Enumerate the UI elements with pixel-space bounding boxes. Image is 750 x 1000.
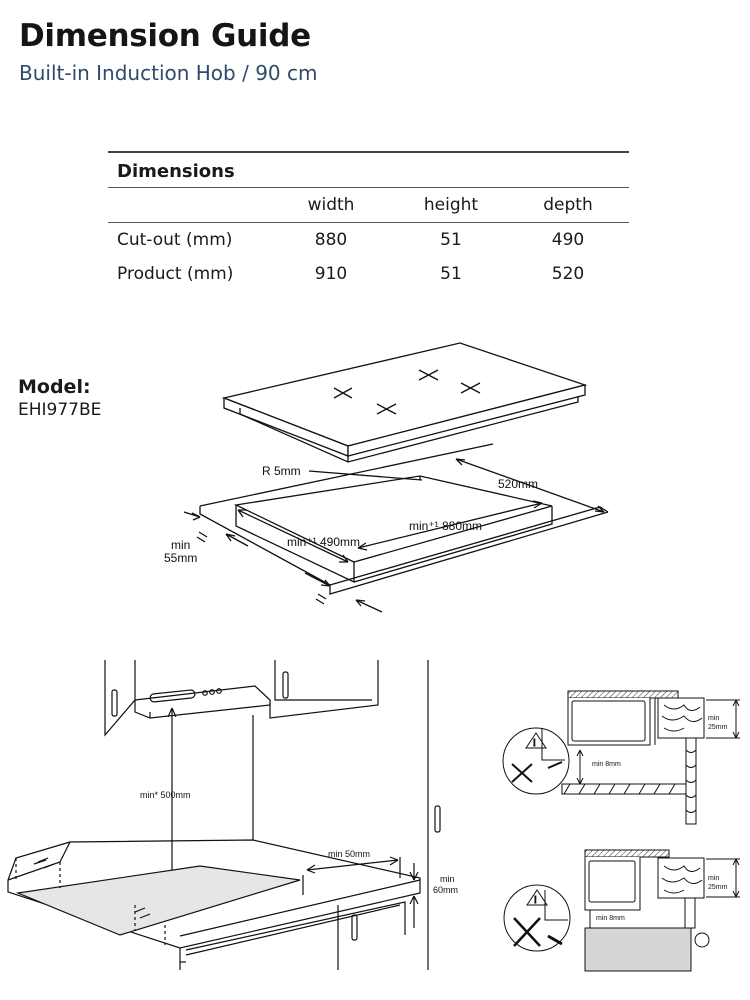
warning-circle-top xyxy=(502,727,570,795)
page-title: Dimension Guide xyxy=(19,18,311,54)
warning-icon: ! xyxy=(533,738,536,749)
width-cutout-label: min⁺¹ 880mm xyxy=(409,519,482,533)
burner-marks xyxy=(333,369,481,415)
depth-overall-label: 520mm xyxy=(498,477,538,491)
row-label: Cut-out (mm) xyxy=(117,230,233,250)
top-gap-label: min 8mm xyxy=(592,761,621,768)
oven-block xyxy=(584,927,692,972)
model-label: Model: xyxy=(18,376,91,398)
warning-icon: ! xyxy=(534,895,537,906)
cell-width: 910 xyxy=(314,264,348,284)
cutout-diagram: R 5mm 520mm min⁺¹ 880mm min⁺¹ 490mm min … xyxy=(164,342,609,613)
side-min-label: min xyxy=(440,874,455,884)
table-heading: Dimensions xyxy=(108,153,629,188)
cooker-hood xyxy=(134,685,271,719)
radius-label: R 5mm xyxy=(262,464,301,478)
column-header-width: width xyxy=(307,195,355,215)
hob-side-edge xyxy=(347,384,586,457)
cell-depth: 490 xyxy=(551,230,585,250)
bottom-gap-label: min 8mm xyxy=(596,915,625,922)
model-value: EHI977BE xyxy=(18,400,102,420)
hob-surface xyxy=(15,865,301,936)
cell-width: 880 xyxy=(314,230,348,250)
cell-height: 51 xyxy=(440,264,462,284)
depth-cutout-label: min⁺¹ 490mm xyxy=(287,535,360,549)
hood-clearance-label: min* 500mm xyxy=(140,790,191,800)
warning-circle-bottom xyxy=(503,884,571,952)
page-subtitle: Built-in Induction Hob / 90 cm xyxy=(19,61,318,85)
dimensions-table: Dimensions width height depth Cut-out (m… xyxy=(108,151,629,291)
table-row: Product (mm) 910 51 520 xyxy=(108,257,629,291)
row-label: Product (mm) xyxy=(117,264,234,284)
min-label: min xyxy=(171,538,190,552)
table-row: Cut-out (mm) 880 51 490 xyxy=(108,223,629,257)
side-min-value: 60mm xyxy=(433,885,458,895)
table-column-headers: width height depth xyxy=(108,188,629,223)
column-header-depth: depth xyxy=(543,195,593,215)
kitchen-diagram: min* 500mm min 50mm min 60mm xyxy=(7,660,458,970)
cell-height: 51 xyxy=(440,230,462,250)
column-header-height: height xyxy=(423,195,479,215)
cell-depth: 520 xyxy=(551,264,585,284)
back-clearance-label: min 50mm xyxy=(328,849,370,859)
min-value: 55mm xyxy=(164,551,197,565)
